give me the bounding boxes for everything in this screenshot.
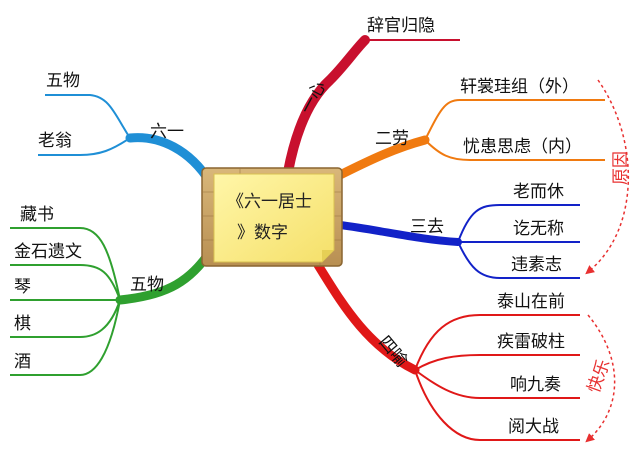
branch-liuyi-item-1: 五物 [46, 71, 80, 91]
branch-siyu-item-3: 响九奏 [510, 375, 561, 395]
branch-erlao-label: 二劳 [375, 129, 409, 149]
central-topic: 《六一居士 》数字 [201, 167, 343, 267]
central-topic-line2: 》数字 [237, 223, 288, 243]
branch-wuwu: 五物 藏书 金石遗文 琴 棋 酒 [10, 205, 215, 376]
branch-wuwu-item-2: 金石遗文 [14, 242, 82, 262]
branch-wuwu-item-3: 琴 [14, 277, 31, 297]
branch-liuyi: 六一 五物 老翁 [38, 71, 215, 187]
branch-sanqu-item-2: 讫无称 [513, 219, 564, 239]
annotation-reason-label: 原因 [611, 151, 631, 185]
central-topic-line1: 《六一居士 [227, 192, 312, 212]
branch-sanqu-item-1: 老而休 [513, 182, 564, 202]
branch-siyu: 四喻 泰山在前 疾雷破柱 响九奏 阅大战 [313, 260, 580, 441]
branch-erlao-item-1: 轩裳珪组（外） [460, 77, 579, 97]
branch-wuwu-label: 五物 [130, 275, 164, 295]
annotation-joy: 快乐 [584, 314, 616, 443]
branch-liuyi-item-2: 老翁 [38, 131, 72, 151]
annotation-joy-label: 快乐 [584, 357, 614, 396]
branch-sanqu-label: 三去 [410, 217, 444, 237]
branch-sanqu-item-3: 违素志 [511, 255, 562, 275]
branch-wuwu-item-1: 藏书 [20, 205, 54, 225]
branch-erlao: 二劳 轩裳珪组（外） 忧患思虑（内） [335, 77, 605, 180]
branch-siyu-item-1: 泰山在前 [497, 292, 565, 312]
annotation-reason: 原因 [585, 79, 631, 275]
branch-erlao-item-2: 忧患思虑（内） [463, 137, 582, 157]
branch-wuwu-item-5: 酒 [14, 352, 31, 372]
branch-sanqu: 三去 老而休 讫无称 违素志 [336, 182, 580, 279]
branch-wuwu-item-4: 棋 [14, 314, 31, 334]
branch-siyu-item-4: 阅大战 [508, 417, 559, 437]
branch-siyu-item-2: 疾雷破柱 [497, 332, 565, 352]
branch-yixin-item-1: 辞官归隐 [367, 16, 435, 36]
branch-liuyi-label: 六一 [150, 122, 184, 142]
branch-yixin: 辞官归隐 一心 [283, 16, 460, 177]
